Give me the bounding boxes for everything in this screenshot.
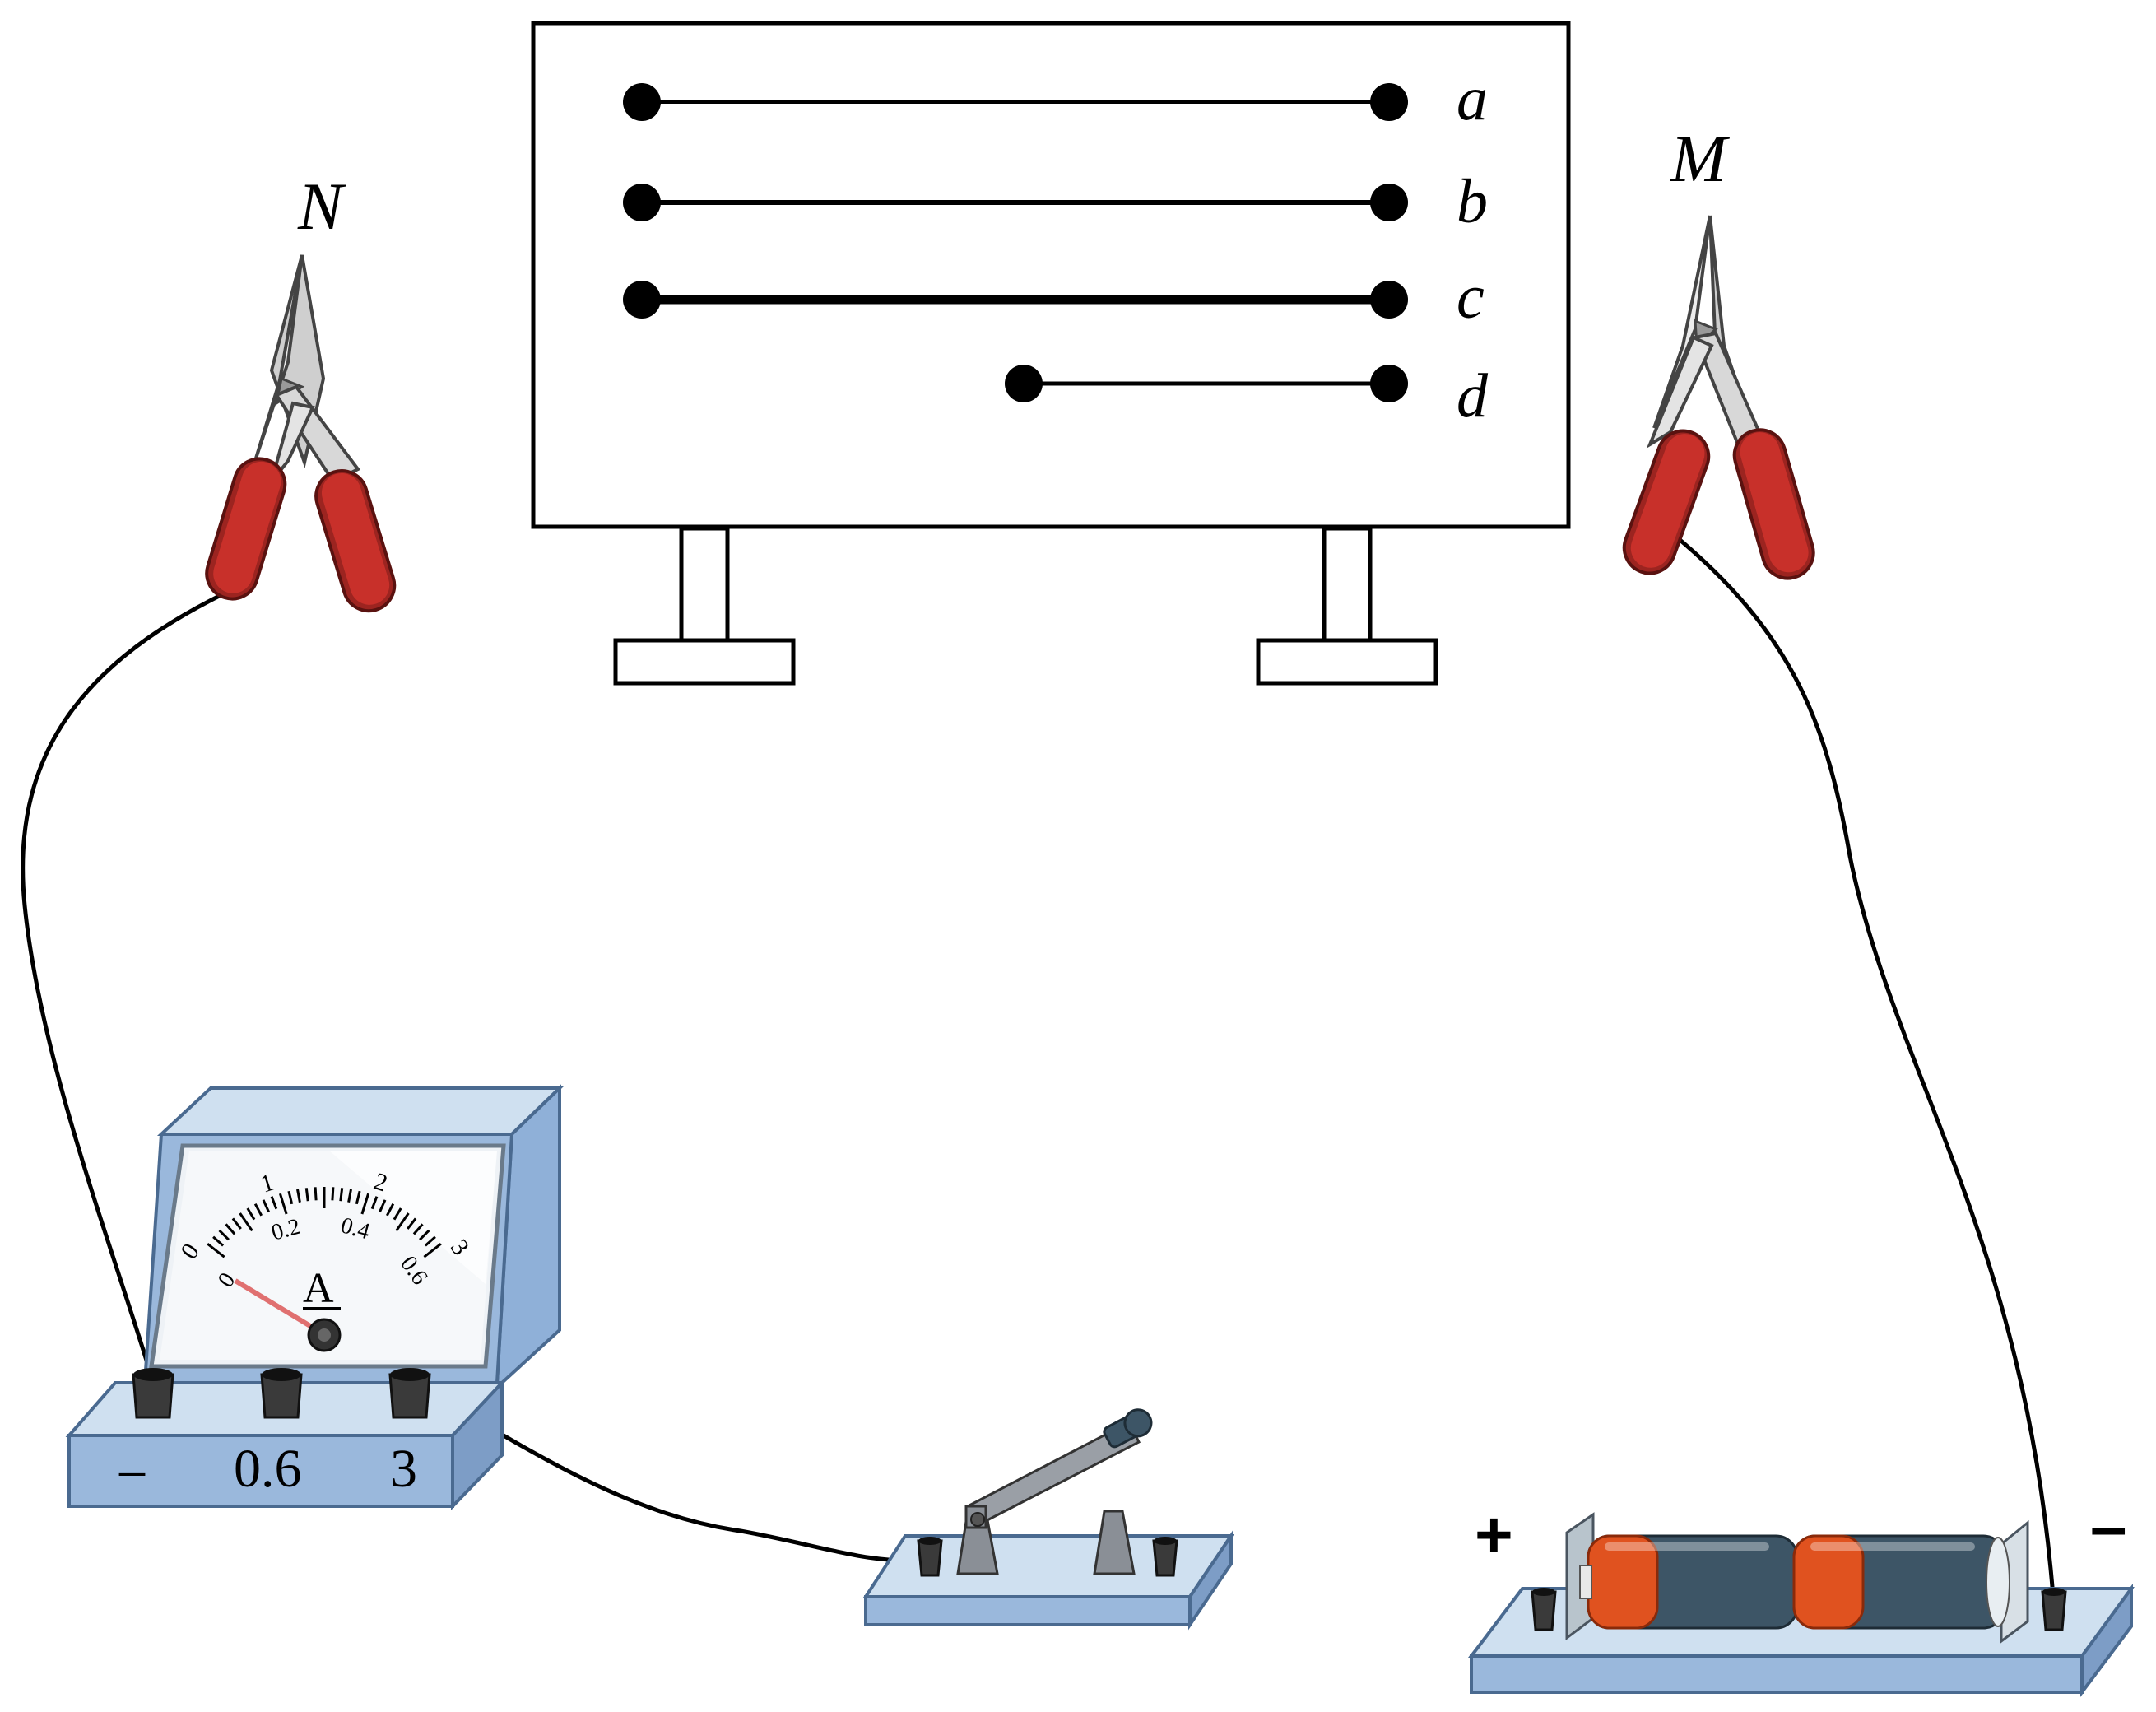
ammeter-scale (207, 1187, 442, 1258)
ammeter-tick (407, 1217, 417, 1230)
ammeter-tick (270, 1196, 278, 1210)
wire-d-left-terminal[interactable] (1005, 365, 1043, 402)
alligator-clip-n[interactable]: N (201, 169, 401, 617)
ammeter-tick (395, 1212, 410, 1232)
wire-c-right-terminal[interactable] (1370, 281, 1408, 319)
ammeter-terminal-3[interactable] (388, 1368, 431, 1419)
wire-a-label: a (1457, 64, 1488, 133)
ammeter-tick (393, 1207, 402, 1221)
ammeter-tick (419, 1229, 430, 1241)
wire-b[interactable] (623, 184, 1408, 221)
ammeter-tick (304, 1188, 309, 1202)
battery-plus-label: + (1475, 1498, 1513, 1571)
ammeter-tick (424, 1235, 436, 1247)
ammeter-tick (231, 1217, 242, 1230)
ammeter-tick (262, 1199, 270, 1213)
ammeter-tick (423, 1243, 442, 1258)
ammeter-tick (347, 1189, 352, 1203)
ammeter-tick (218, 1229, 230, 1241)
ammeter-terminal-minus[interactable] (132, 1368, 174, 1419)
wire-a[interactable] (623, 83, 1408, 121)
battery-pack: + – (1467, 1490, 2135, 1697)
board-stand-right-foot (1256, 638, 1438, 686)
ammeter-tick (314, 1187, 318, 1201)
ammeter-tick (287, 1190, 294, 1205)
ammeter-tick (246, 1207, 256, 1221)
ammeter: 0 1 2 3 0 0.2 0.4 0.6 A – 0.6 3 (65, 1084, 564, 1510)
ammeter-tick (379, 1199, 387, 1213)
wire-b-left-terminal[interactable] (623, 184, 661, 221)
battery-terminal-plus[interactable] (1531, 1588, 1557, 1631)
wire-a-right-terminal[interactable] (1370, 83, 1408, 121)
ammeter-tick (339, 1188, 344, 1202)
battery-minus-label: – (2090, 1490, 2127, 1563)
ammeter-tick (331, 1187, 335, 1201)
wire-board: a b c d (531, 21, 1571, 686)
ammeter-label-0.6: 0.6 (234, 1439, 302, 1499)
knife-switch[interactable] (862, 1405, 1234, 1631)
battery-terminal-minus[interactable] (2041, 1588, 2067, 1631)
clip-n-label: N (297, 169, 346, 244)
ammeter-tick (239, 1212, 253, 1232)
ammeter-tick (360, 1193, 370, 1215)
wire-b-right-terminal[interactable] (1370, 184, 1408, 221)
ammeter-tick (385, 1203, 395, 1217)
battery-cell-1 (1579, 1534, 1799, 1630)
wire-d-right-terminal[interactable] (1370, 365, 1408, 402)
clip-m-label: M (1670, 121, 1731, 196)
wire-clipN-to-ammeter (21, 580, 249, 1400)
board-stand-left-foot (613, 638, 796, 686)
wire-a-left-terminal[interactable] (623, 83, 661, 121)
ammeter-tick (370, 1196, 379, 1210)
alligator-clip-m[interactable]: M (1617, 121, 1819, 584)
ammeter-tick (253, 1203, 263, 1217)
battery-cell-2 (1792, 1534, 2010, 1630)
wire-c-left-terminal[interactable] (623, 281, 661, 319)
ammeter-tick (278, 1193, 288, 1215)
ammeter-label-minus: – (118, 1442, 146, 1498)
board-panel (531, 21, 1571, 529)
switch-terminal-right[interactable] (1152, 1537, 1178, 1577)
switch-terminal-left[interactable] (917, 1537, 943, 1577)
wire-d-label: d (1457, 361, 1489, 430)
board-stand-right-post (1322, 526, 1373, 644)
ammeter-label-3: 3 (390, 1439, 417, 1499)
wire-c-label: c (1457, 263, 1485, 332)
ammeter-tick (296, 1189, 301, 1203)
ammeter-unit-label: A (303, 1265, 334, 1312)
ammeter-tick (412, 1223, 424, 1235)
ammeter-tick (225, 1223, 236, 1235)
ammeter-tick (207, 1243, 225, 1258)
wire-clipM-to-battery (1670, 532, 2056, 1598)
ammeter-terminal-0.6[interactable] (260, 1368, 303, 1419)
ammeter-needle (234, 1278, 324, 1336)
board-stand-left-post (679, 526, 730, 644)
ammeter-tick (212, 1235, 225, 1247)
wire-b-label: b (1457, 167, 1488, 236)
wire-c[interactable] (623, 281, 1408, 319)
ammeter-tick (355, 1190, 361, 1205)
wire-d[interactable] (1005, 365, 1408, 402)
